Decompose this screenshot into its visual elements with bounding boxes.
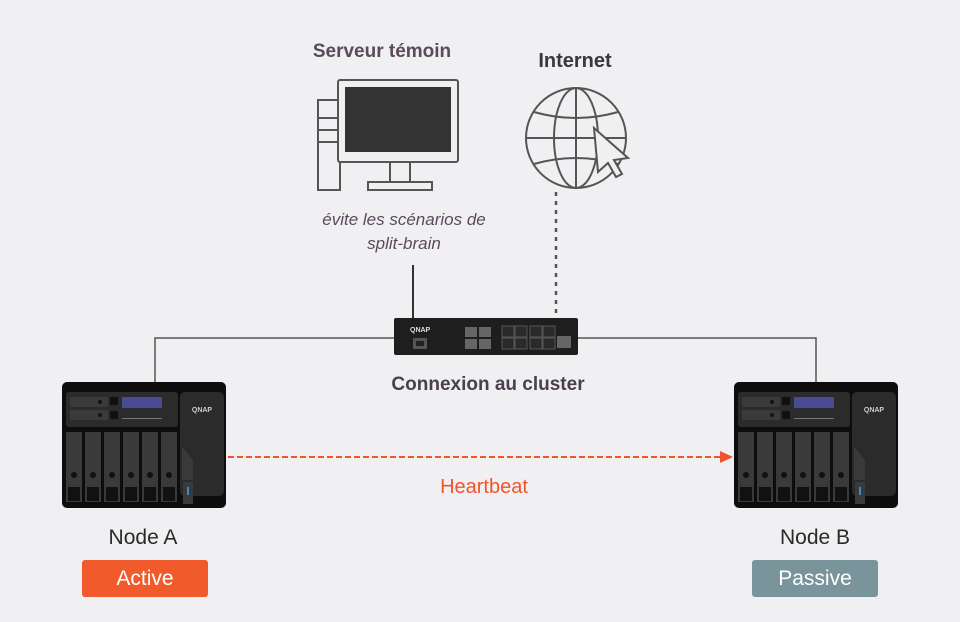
network-switch: QNAP: [394, 318, 578, 355]
witness-note-line2: split-brain: [367, 234, 441, 253]
node-b-label: Node B: [779, 526, 851, 549]
node-a-label: Node A: [108, 526, 178, 549]
cluster-link-right: [577, 337, 817, 383]
witness-note: évite les scénarios de split-brain: [322, 208, 485, 256]
node-a-status-badge: Active: [82, 560, 208, 597]
internet-title: Internet: [538, 50, 612, 72]
heartbeat-label: Heartbeat: [440, 476, 528, 498]
nas-node-a-icon: [62, 382, 226, 508]
cluster-link-left: [154, 337, 395, 383]
node-b-status-badge: Passive: [752, 560, 878, 597]
nas-node-b-icon: [734, 382, 898, 508]
heartbeat-arrowhead: [720, 451, 733, 463]
witness-server-icon: [317, 79, 459, 191]
witness-server-title: Serveur témoin: [312, 41, 452, 62]
witness-note-line1: évite les scénarios de: [322, 210, 486, 229]
cluster-label: Connexion au cluster: [391, 374, 585, 395]
globe-icon: [525, 87, 631, 189]
switch-brand: QNAP: [410, 327, 431, 334]
